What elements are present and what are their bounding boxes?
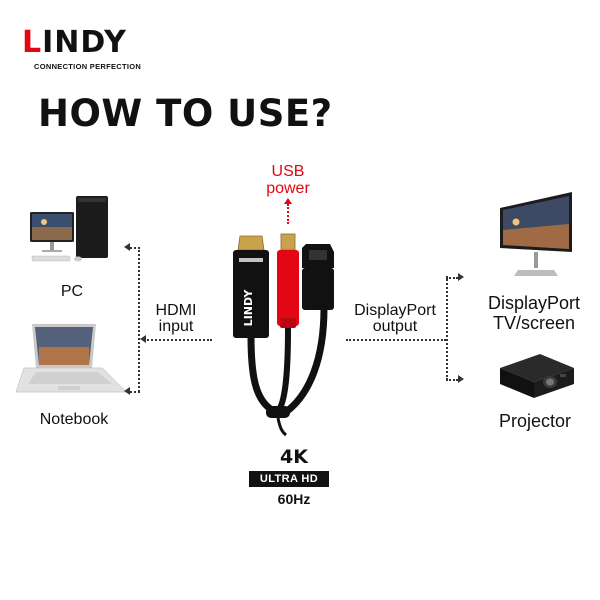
laptop-icon — [15, 324, 127, 393]
projector-icon — [500, 354, 574, 398]
logo-wordmark: LINDY — [22, 25, 127, 60]
hdmi-input-label-line1: HDMI — [155, 302, 197, 319]
output-bracket-line — [446, 276, 448, 380]
dp-output-connector-line — [346, 339, 446, 341]
projector-arrow-icon — [458, 375, 464, 383]
notebook-connector-line — [130, 391, 140, 393]
hdmi-connector-line — [144, 339, 212, 341]
monitor-icon — [500, 192, 572, 276]
usb-power-line — [287, 204, 289, 224]
page-title: HOW TO USE? — [38, 92, 333, 135]
tv-label-line1: DisplayPort — [487, 293, 581, 313]
input-bracket-line — [138, 247, 140, 392]
refresh-rate-label: 60Hz — [277, 491, 311, 507]
tv-arrow-icon — [458, 273, 464, 281]
adapter-brand-text: LINDY — [242, 289, 255, 327]
notebook-label: Notebook — [39, 411, 109, 428]
tv-label-line2: TV/screen — [492, 313, 576, 333]
tv-connector-line — [446, 277, 458, 279]
usb-power-label-line1: USB — [271, 163, 305, 180]
desktop-pc-icon — [30, 196, 108, 262]
dp-output-label-line2: output — [372, 318, 418, 335]
resolution-4k-label: 4K — [280, 446, 308, 468]
pc-connector-line — [130, 247, 140, 249]
ultra-hd-badge: ULTRA HD — [249, 471, 329, 487]
usb-power-label-line2: power — [266, 180, 310, 197]
lindy-logo: LINDY CONNECTION PERFECTION — [22, 28, 162, 72]
pc-arrow-icon — [124, 243, 130, 251]
notebook-arrow-icon — [124, 387, 130, 395]
pc-label: PC — [60, 283, 84, 300]
usb-power-arrow-icon — [284, 198, 292, 204]
logo-tagline: CONNECTION PERFECTION — [34, 62, 142, 71]
hdmi-to-displayport-adapter: LINDY — [233, 233, 334, 437]
dp-output-label-line1: DisplayPort — [354, 302, 436, 319]
projector-connector-line — [446, 379, 458, 381]
hdmi-input-label-line2: input — [158, 318, 194, 335]
hdmi-arrow-icon — [140, 335, 146, 343]
projector-label: Projector — [498, 411, 572, 431]
